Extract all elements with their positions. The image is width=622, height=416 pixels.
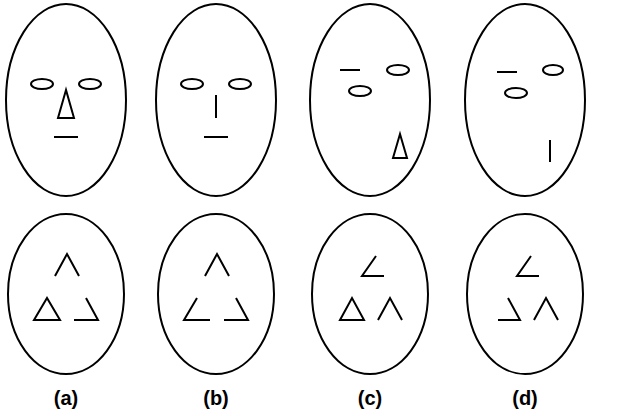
face-c: [310, 4, 430, 196]
panel-label: (d): [512, 387, 538, 410]
panel-label: (b): [203, 387, 229, 410]
panel-label: (a): [54, 387, 78, 410]
face-b: [156, 4, 276, 196]
pattern-b: [158, 214, 274, 374]
pattern-a: [8, 214, 124, 374]
pattern-d: [467, 214, 583, 374]
pattern-c: [312, 214, 428, 374]
panel-label: (c): [358, 387, 382, 410]
face-a: [6, 4, 126, 196]
face-d: [465, 4, 585, 196]
